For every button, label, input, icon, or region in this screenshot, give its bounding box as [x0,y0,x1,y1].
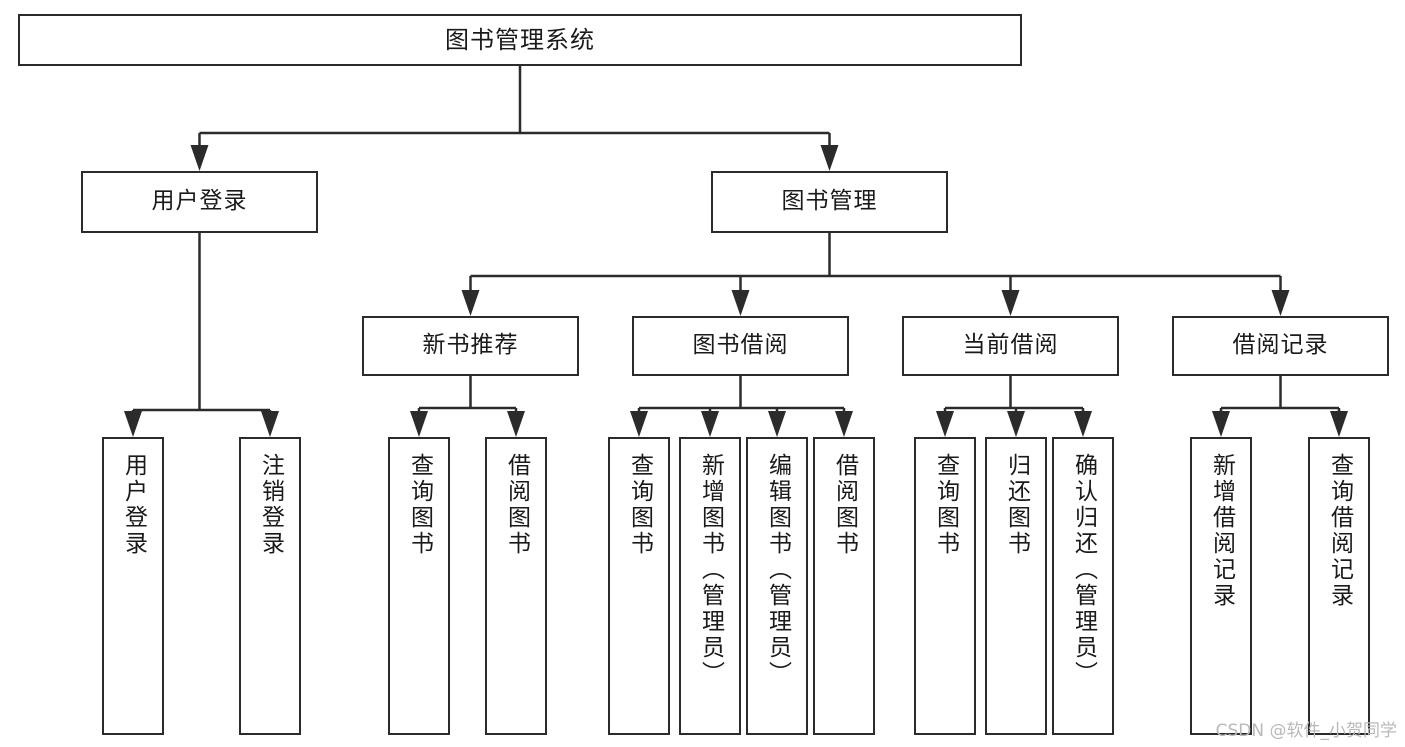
node-label: 查询图书 [932,453,959,557]
node-label: 新书推荐 [422,332,519,359]
node-label: 编辑图书（管理员） [764,453,791,687]
leaf-edit-book-admin[interactable]: 编辑图书（管理员） [746,437,808,735]
leaf-add-book-admin[interactable]: 新增图书（管理员） [679,437,741,735]
node-label: 借阅图书 [831,453,858,557]
node-label: 图书管理系统 [445,25,595,54]
node-user-login[interactable]: 用户登录 [81,171,318,233]
node-book-management[interactable]: 图书管理 [711,171,948,233]
node-book-borrow[interactable]: 图书借阅 [632,316,849,376]
leaf-query-book-recommend[interactable]: 查询图书 [388,437,450,735]
node-label: 查询图书 [626,453,653,557]
node-label: 借阅图书 [503,453,530,557]
leaf-return-book[interactable]: 归还图书 [985,437,1047,735]
node-label: 当前借阅 [962,332,1059,359]
node-current-borrow[interactable]: 当前借阅 [902,316,1119,376]
leaf-add-borrow-record[interactable]: 新增借阅记录 [1190,437,1252,735]
node-label: 用户登录 [151,188,248,215]
node-label: 归还图书 [1003,453,1030,557]
leaf-confirm-return-admin[interactable]: 确认归还（管理员） [1052,437,1114,735]
node-label: 新增借阅记录 [1208,453,1235,609]
node-label: 查询图书 [406,453,433,557]
node-label: 借阅记录 [1232,332,1329,359]
leaf-user-login[interactable]: 用户登录 [102,437,164,735]
node-new-book-recommend[interactable]: 新书推荐 [362,316,579,376]
node-label: 图书管理 [781,188,878,215]
node-root[interactable]: 图书管理系统 [18,14,1022,66]
node-label: 注销登录 [257,453,284,557]
node-label: 图书借阅 [692,332,789,359]
leaf-query-borrow-record[interactable]: 查询借阅记录 [1308,437,1370,735]
leaf-borrow-book[interactable]: 借阅图书 [813,437,875,735]
node-label: 用户登录 [120,453,147,557]
leaf-logout[interactable]: 注销登录 [239,437,301,735]
leaf-query-book-current[interactable]: 查询图书 [914,437,976,735]
watermark: CSDN @软件_小贺同学 [1215,721,1397,741]
node-label: 确认归还（管理员） [1070,453,1097,687]
node-label: 新增图书（管理员） [697,453,724,687]
leaf-borrow-book-recommend[interactable]: 借阅图书 [485,437,547,735]
node-label: 查询借阅记录 [1326,453,1353,609]
leaf-query-book-borrow[interactable]: 查询图书 [608,437,670,735]
node-borrow-record[interactable]: 借阅记录 [1172,316,1389,376]
